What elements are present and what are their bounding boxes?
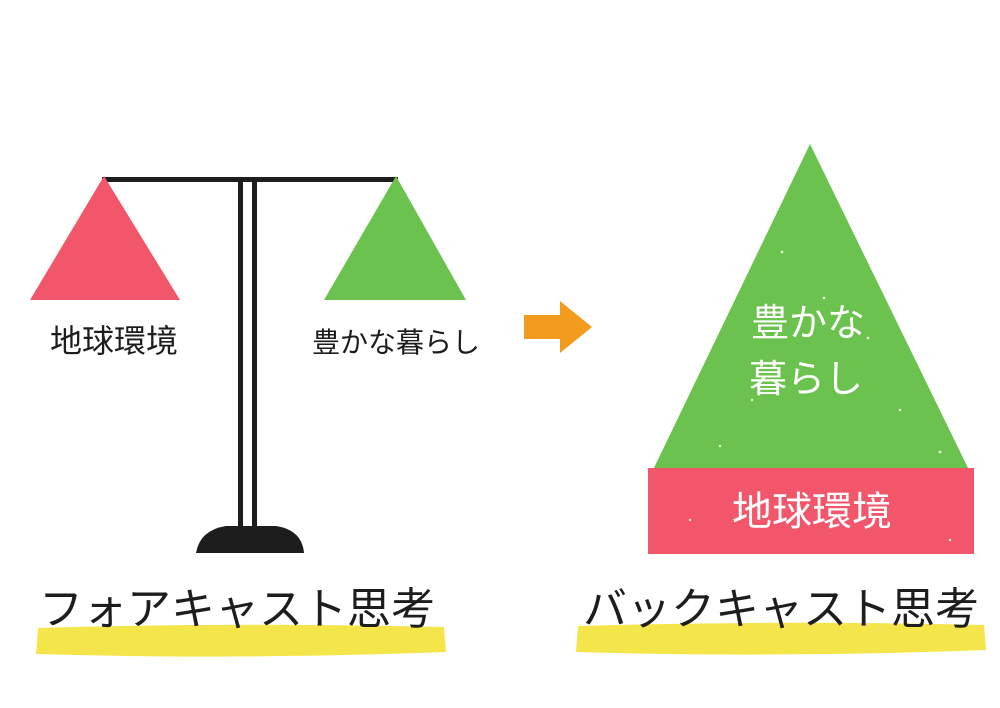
- forecast-right-label: 豊かな暮らし: [312, 326, 480, 359]
- forecast-panel: 地球環境 豊かな暮らし フォアキャスト思考: [30, 176, 480, 657]
- scale-beam: [102, 177, 398, 182]
- backcast-title-highlight: [576, 622, 986, 655]
- backcast-top-label-line2: 暮らし: [749, 357, 863, 401]
- backcast-earth-base: [648, 468, 974, 554]
- forecast-left-label: 地球環境: [50, 322, 178, 360]
- backcast-base-label: 地球環境: [732, 489, 892, 535]
- forecast-earth-triangle: [30, 176, 180, 300]
- scale-pole-left: [238, 181, 243, 527]
- forecast-life-triangle: [324, 176, 466, 300]
- backcast-top-label-line1: 豊かな: [751, 301, 865, 345]
- backcast-panel: 豊かな 暮らし 地球環境 バックキャスト思考: [576, 144, 986, 655]
- transition-arrow-icon: [524, 301, 592, 353]
- forecast-title-highlight: [36, 624, 446, 657]
- forecast-title: フォアキャスト思考: [39, 584, 435, 635]
- crayon-texture: [688, 250, 952, 542]
- scale-pole-right: [252, 181, 257, 527]
- scale-base: [196, 526, 304, 553]
- backcast-title: バックキャスト思考: [583, 584, 979, 635]
- backcast-life-triangle: [652, 144, 970, 472]
